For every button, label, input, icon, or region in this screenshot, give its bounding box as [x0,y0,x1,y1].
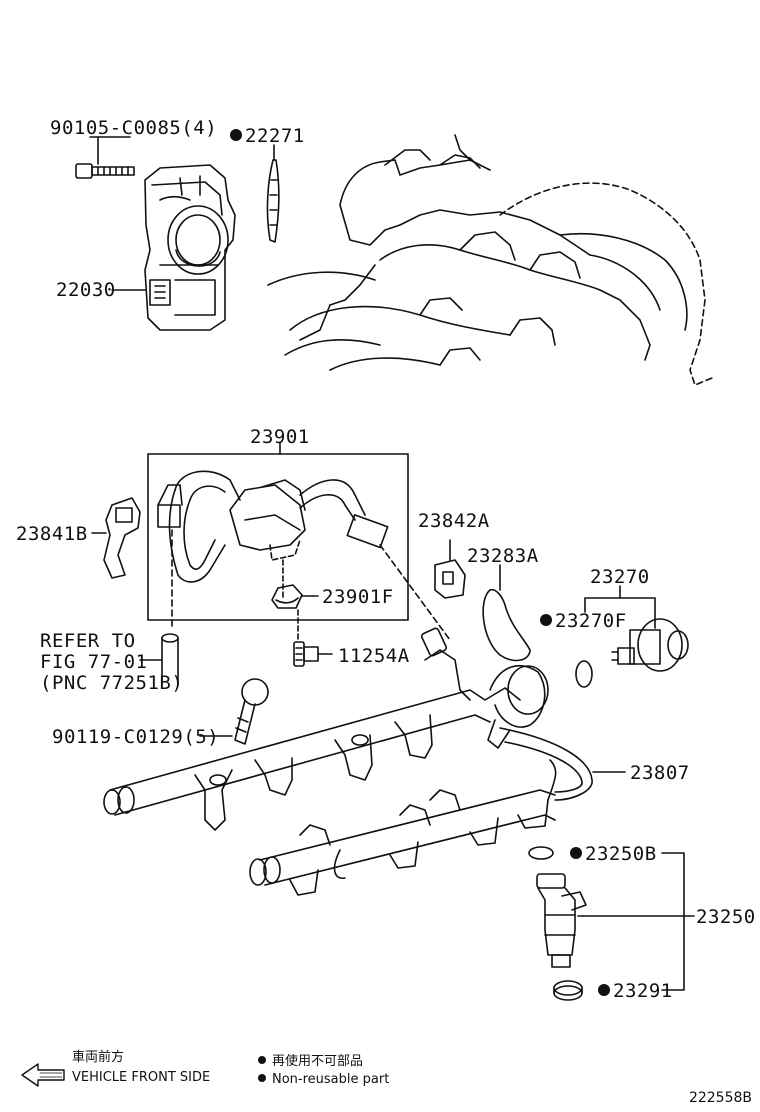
legend-nonreuse: 再使用不可部品 Non-reusable part [258,1053,389,1089]
gasket-illustration [267,145,278,242]
legend-front-jp: 車両前方 [72,1050,125,1065]
label-refer-line1: REFER TO [40,630,136,652]
figure-number: 222558B [688,1090,752,1106]
label-injector-seal-text: 23291 [613,980,673,1002]
label-insulator-text: 23250B [585,843,657,865]
legend-front-en: VEHICLE FRONT SIDE [72,1070,211,1085]
fuel-rail-upper-illustration [104,627,548,830]
label-injector: 23250 [696,906,756,928]
intake-manifold-illustration [268,135,712,385]
fuel-pipe-illustration [500,728,625,800]
label-hose-bolt: 11254A [338,645,410,667]
insulator-illustration [529,847,553,859]
legend-nonreuse-jp: 再使用不可部品 [272,1054,364,1069]
hose-assembly-frame [148,454,408,620]
union-bolt-illustration [294,642,332,666]
regulator-oring-illustration [576,661,592,687]
label-clip-wire: 23283A [467,545,539,567]
black-dot-icon [570,847,582,859]
label-insulator: 23250B [570,843,657,865]
injector-seal-illustration [554,981,582,1000]
black-dot-icon [258,1074,266,1082]
throttle-body-illustration [112,165,235,330]
refer-hose-illustration [140,634,178,685]
hose-assembly-illustration [158,471,450,640]
pressure-regulator-illustration [585,586,688,671]
label-fuel-pipe: 23807 [630,762,690,784]
fuel-rail-lower-illustration [250,760,556,895]
legend-nonreuse-en: Non-reusable part [272,1072,390,1087]
rail-bolt-illustration [200,679,268,744]
black-dot-icon [230,129,242,141]
black-dot-icon [540,614,552,626]
clamp-illustration [435,540,465,598]
black-dot-icon [598,984,610,996]
label-regulator-oring-text: 23270F [555,610,627,632]
label-regulator-oring: 23270F [540,610,627,632]
label-bolt-throttle: 90105-C0085(4) [50,117,218,139]
label-clamp: 23842A [418,510,490,532]
bracket-illustration [92,498,140,578]
arrow-left-icon [22,1064,64,1086]
label-injector-seal: 23291 [598,980,673,1002]
label-refer-line3: (PNC 77251B) [40,672,184,694]
union-fitting-illustration [272,585,318,640]
injector-illustration [537,874,586,967]
retainer-clip-illustration [483,565,530,660]
label-hose-union: 23901F [322,586,394,608]
label-throttle-body: 22030 [56,279,116,301]
label-hose-assembly: 23901 [250,426,310,448]
injector-group-bracket [662,853,684,990]
throttle-bolt-illustration [76,137,134,178]
legend-front: 車両前方 VEHICLE FRONT SIDE [72,1048,210,1088]
label-bracket-left: 23841B [16,523,88,545]
label-pressure-regulator: 23270 [590,566,650,588]
label-refer-line2: FIG 77-01 [40,651,148,673]
label-gasket: 22271 [230,125,305,147]
label-rail-bolt: 90119-C0129(5) [52,726,220,748]
black-dot-icon [258,1056,266,1064]
label-gasket-text: 22271 [245,125,305,147]
